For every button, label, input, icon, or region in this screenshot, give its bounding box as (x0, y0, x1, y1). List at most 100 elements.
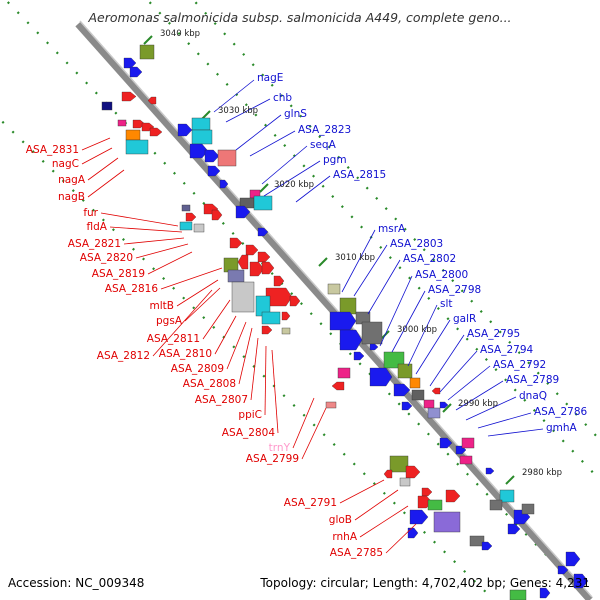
gene-label: dnaQ (519, 390, 547, 402)
gene-feature-arrow (369, 367, 393, 387)
kbp-tick (259, 183, 269, 193)
gene-feature-arrow (383, 469, 393, 479)
gene-feature-block (469, 535, 485, 547)
gene-label: ASA_2808 (183, 378, 236, 390)
gene-feature-arrow (177, 123, 193, 137)
gene-label: ASA_2819 (92, 268, 145, 280)
gene-feature-block (423, 399, 435, 409)
gene-label: ASA_2804 (222, 427, 276, 439)
gene-label: ASA_2821 (68, 238, 121, 250)
leader-line (477, 412, 532, 429)
right-gene-labels: nagE chb glnS ASA_2823 seqA pgm ASA_2815… (257, 72, 588, 434)
gene-feature-arrow (121, 91, 137, 102)
leader-line (263, 160, 321, 197)
gene-label: ASA_2823 (298, 124, 351, 136)
gene-feature-block (253, 195, 273, 211)
gene-label: ASA_2799 (246, 453, 299, 465)
gene-feature-block (409, 377, 421, 389)
gene-feature-arrow (249, 261, 265, 277)
leader-line (81, 137, 111, 151)
gene-feature-arrow (431, 387, 441, 395)
gene-feature-arrow (405, 465, 421, 479)
gene-feature-block (231, 281, 255, 313)
gene-feature-arrow (481, 541, 493, 551)
gene-label: glnS (284, 108, 307, 120)
gene-feature-block (181, 204, 191, 212)
gene-feature-block (411, 389, 425, 401)
gene-label: ASA_2810 (159, 348, 212, 360)
gene-feature-arrow (557, 565, 569, 575)
gene-feature-block (489, 499, 503, 511)
accession-text: Accession: NC_009348 (8, 576, 145, 590)
gene-feature-arrow (261, 261, 275, 275)
leader-line (81, 147, 113, 165)
gene-label: ASA_2800 (415, 269, 468, 281)
leader-line (367, 259, 401, 315)
leader-line (202, 299, 231, 340)
leader-line (235, 114, 282, 151)
leader-line (238, 327, 253, 385)
gene-feature-arrow (261, 325, 273, 335)
gene-label: fur (83, 207, 98, 219)
gene-label: ASA_2791 (284, 497, 337, 509)
gene-feature-arrow (439, 401, 449, 409)
gene-feature-block (361, 321, 383, 345)
gene-label: nagE (257, 72, 283, 84)
gene-label: gloB (329, 514, 352, 526)
leader-line (123, 237, 185, 245)
kbp-tick (505, 475, 515, 485)
gene-feature-block (427, 499, 443, 511)
gene-feature-block (339, 297, 357, 315)
leader-line (184, 287, 221, 322)
leader-line (261, 145, 308, 185)
gene-label: slt (440, 298, 453, 310)
gene-label: pgm (323, 154, 347, 166)
gene-feature-arrow (245, 244, 259, 256)
gene-feature-arrow (229, 237, 243, 249)
kbp-tick (318, 257, 328, 267)
leader-line (415, 319, 451, 375)
gene-feature-arrow (129, 66, 143, 78)
kbp-tick (442, 403, 452, 413)
leader-line (341, 229, 376, 293)
leader-line (354, 489, 399, 521)
label-leader-lines (81, 79, 544, 554)
gene-feature-arrow (149, 127, 163, 137)
leader-line (271, 349, 279, 434)
leader-line (160, 267, 223, 290)
gene-label: fldA (87, 221, 108, 233)
gene-label: nagC (52, 158, 79, 170)
gene-feature-block (117, 119, 127, 127)
gene-label: nagB (58, 191, 85, 203)
gene-feature-block (227, 269, 245, 283)
gene-label: seqA (310, 139, 337, 151)
gene-label: ASA_2815 (333, 169, 386, 181)
gene-feature-arrow (273, 275, 285, 287)
gene-label: trnY (269, 442, 291, 454)
leader-line (295, 175, 331, 203)
gene-label: ASA_2831 (26, 144, 79, 156)
gene-feature-block (459, 455, 473, 465)
gene-label: ASA_2816 (105, 283, 159, 295)
gene-feature-arrow (401, 401, 413, 411)
kbp-label: 3010 kbp (335, 253, 375, 263)
gene-feature-arrow (507, 523, 521, 535)
leader-line (226, 321, 247, 370)
gene-feature-arrow (237, 254, 249, 270)
gene-feature-arrow (409, 509, 429, 525)
gene-feature-block (499, 489, 515, 503)
leader-line (147, 251, 193, 275)
gene-feature-arrow (331, 381, 345, 391)
gene-label: ASA_2820 (80, 252, 133, 264)
kbp-label: 3020 kbp (274, 180, 314, 190)
kbp-tick (201, 110, 211, 120)
gene-feature-block (397, 363, 413, 379)
gene-feature-arrow (539, 587, 551, 599)
gene-feature-arrow (257, 251, 271, 263)
gene-label: galR (453, 313, 476, 325)
gene-feature-arrow (211, 209, 223, 221)
gene-feature-block (509, 589, 527, 600)
